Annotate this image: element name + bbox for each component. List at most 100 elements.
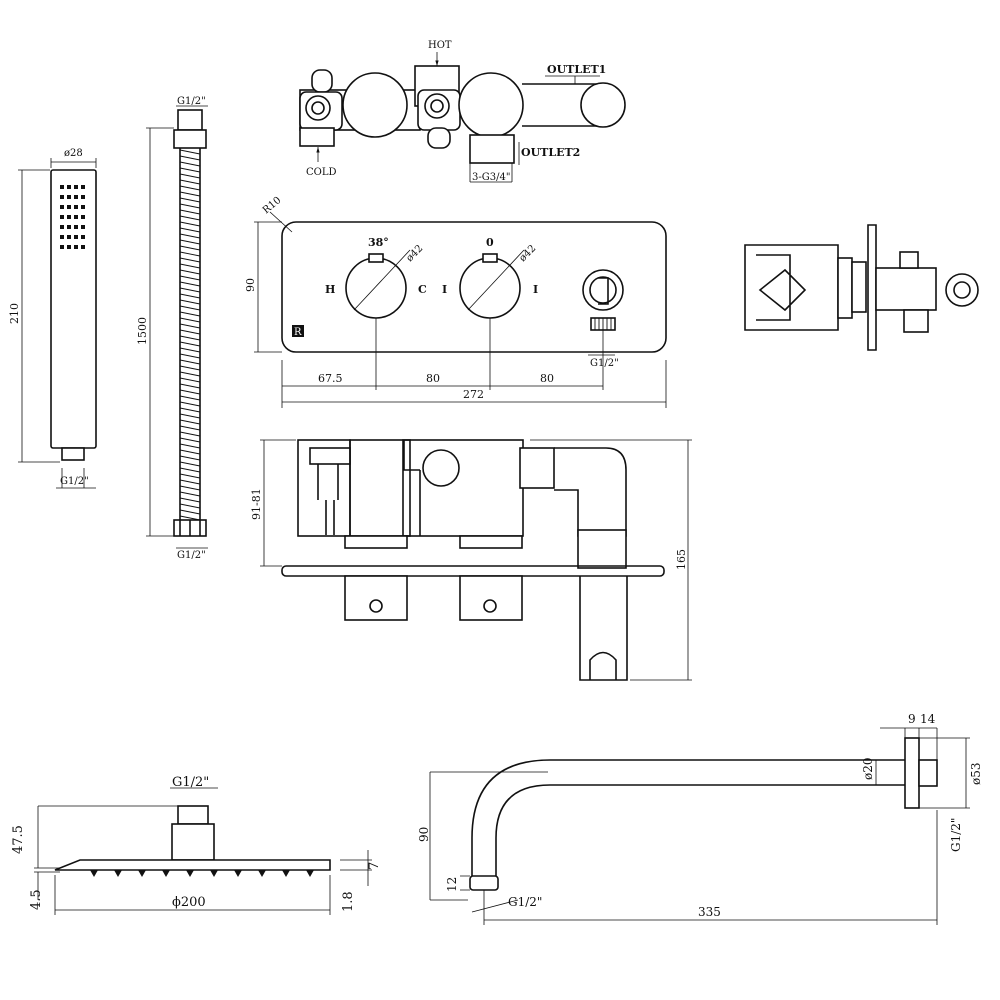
nozzle-dot [74,215,78,219]
flange-diameter: ø53 [969,763,983,786]
nozzle-dot [81,185,85,189]
nozzle-dot [60,225,64,229]
nozzle-dot [67,225,71,229]
hand-shower-thread: G1/2" [60,476,89,487]
nozzle-dot [67,195,71,199]
hose-coil-ring [179,329,201,335]
hose-coil-ring [179,419,201,425]
hot-mark: H [325,283,335,296]
nozzle-dot [67,235,71,239]
hose-coil-ring [179,473,201,479]
nozzle-dot [74,185,78,189]
head-nozzle [162,870,170,877]
cold-label: COLD [306,167,337,178]
flow-mark-left: I [442,283,447,296]
hose-coil-ring [179,167,201,173]
hose-coil-ring [179,287,201,293]
shower-arm: 9 14 ø20 ø53 G1/2" 90 12 G1/2" 335 [417,712,983,925]
hose-coil-ring [179,173,201,179]
outlet1-label: OUTLET1 [547,63,606,76]
hose-coil-ring [179,407,201,413]
shower-head: G1/2" 47.5 4.5 7 1.8 ϕ200 [11,775,382,915]
hand-shower-diameter: ø28 [64,148,83,159]
hose-coil-ring [179,197,201,203]
nozzle-dot [67,245,71,249]
head-nozzles [90,870,314,877]
dim-knob-spacing: 80 [426,372,440,385]
head-nozzle [306,870,314,877]
nozzle-dot [60,185,64,189]
hose-coil-ring [179,371,201,377]
knob2-diameter: ø42 [517,243,538,264]
inlet-thread-label: 3-G3/4" [472,172,510,183]
dim-outlet-spacing: 80 [540,372,554,385]
head-nozzle [90,870,98,877]
hose-coil [179,149,201,521]
head-nozzle [282,870,290,877]
zero-label: 0 [486,236,494,249]
valve-body-top-view: HOT COLD OUTLET1 OUTLET2 3-G3/4" [299,40,626,183]
angle-label: 38° [368,236,389,249]
hose-coil-ring [179,365,201,371]
flange-thickness: 9 [908,712,916,726]
hose-top-thread: G1/2" [177,96,206,107]
arm-diameter: ø20 [861,758,875,781]
nozzle-dot [74,195,78,199]
nozzle-dot [74,235,78,239]
hose-coil-ring [179,227,201,233]
arm-length: 335 [698,905,721,919]
arm-wall-thread: G1/2" [949,818,963,852]
hose-coil-ring [179,275,201,281]
hose-coil-ring [179,155,201,161]
hose-coil-ring [179,437,201,443]
nozzle-dot [74,225,78,229]
shower-hose: G1/2" 1500 G1/2" [136,96,208,561]
section-height: 165 [675,549,688,570]
hose-coil-ring [179,497,201,503]
head-nozzle [234,870,242,877]
hose-coil-ring [179,179,201,185]
hose-coil-ring [179,383,201,389]
hose-coil-ring [179,503,201,509]
nozzle-dot [67,185,71,189]
head-nozzle [138,870,146,877]
plate-radius: R10 [261,195,284,216]
head-plate-offset: 4.5 [29,889,44,910]
nozzle-dot [81,245,85,249]
hose-coil-ring [179,479,201,485]
valve-side-view [744,224,979,351]
valve-section-view: 91-81 165 [250,439,692,681]
hose-coil-ring [179,251,201,257]
nozzle-dot [74,245,78,249]
nozzle-dot [60,195,64,199]
hose-coil-ring [179,215,201,221]
head-thread: G1/2" [172,775,209,790]
head-height: 47.5 [11,825,26,854]
nozzle-dot [67,215,71,219]
nozzle-dot [74,205,78,209]
hose-coil-ring [179,299,201,305]
hose-coil-ring [179,425,201,431]
hose-coil-ring [179,203,201,209]
hose-coil-ring [179,335,201,341]
hose-coil-ring [179,323,201,329]
flow-mark-right: I [533,283,538,296]
head-nozzle [114,870,122,877]
hose-coil-ring [179,461,201,467]
head-plate-thickness: 7 [367,862,382,870]
hose-coil-ring [179,377,201,383]
nozzle-dot [60,205,64,209]
hose-coil-ring [179,455,201,461]
outlet-thread: G1/2" [590,358,619,369]
nozzle-dot [81,215,85,219]
hose-bottom-thread: G1/2" [177,550,206,561]
section-depth: 91-81 [250,488,263,520]
hose-coil-ring [179,395,201,401]
head-nozzle [186,870,194,877]
hose-coil-ring [179,263,201,269]
arm-thread-length: 12 [445,877,459,892]
hose-coil-ring [179,305,201,311]
hose-coil-ring [179,341,201,347]
hose-length: 1500 [136,317,149,345]
